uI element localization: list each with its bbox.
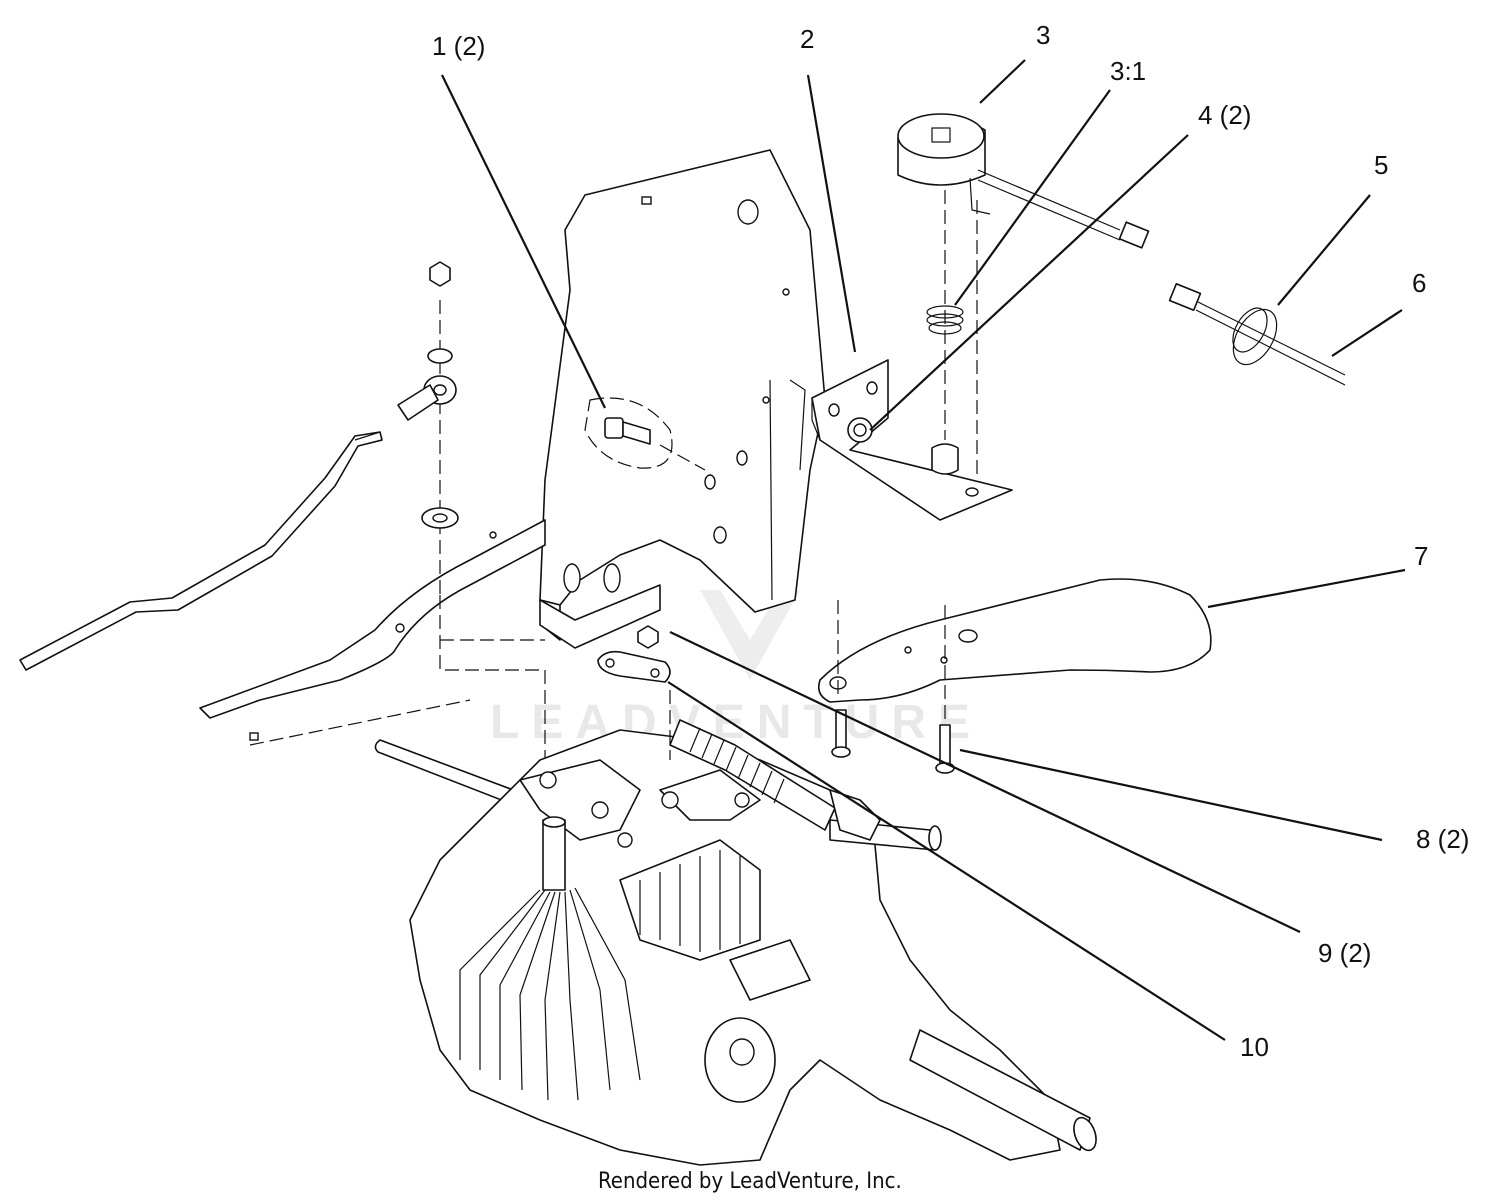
- callout-2: 2: [800, 24, 814, 54]
- leader-6: [1331, 309, 1403, 357]
- leader-lines: [441, 59, 1406, 1041]
- callout-9: 9 (2): [1318, 938, 1371, 968]
- callout-4: 4 (2): [1198, 100, 1251, 130]
- callout-labels: 1 (2) 2 3 3:1 4 (2) 5 6 7 8 (2) 9 (2) 10: [432, 20, 1469, 1062]
- callout-6: 6: [1412, 268, 1426, 298]
- callout-8: 8 (2): [1416, 824, 1469, 854]
- mounting-plate: [539, 149, 826, 649]
- safety-switch: [897, 113, 1346, 386]
- frame-rail: [199, 519, 546, 760]
- callout-7: 7: [1414, 541, 1428, 571]
- leader-7: [1207, 568, 1406, 609]
- leader-3-1: [954, 89, 1111, 306]
- watermark-text: LEADVENTURE: [490, 696, 982, 749]
- leader-10: [667, 681, 1226, 1041]
- leader-2: [806, 74, 857, 353]
- pump-plate: [817, 578, 1212, 720]
- leader-4: [869, 134, 1189, 431]
- switch-bracket: [811, 190, 1013, 521]
- leader-5: [1277, 194, 1371, 306]
- leader-3: [979, 59, 1026, 104]
- linkage-rod: [19, 261, 459, 671]
- leader-9: [669, 631, 1301, 933]
- footer-credit: Rendered by LeadVenture, Inc.: [598, 1169, 902, 1194]
- callout-5: 5: [1374, 150, 1388, 180]
- leader-1: [441, 74, 606, 409]
- transaxle: [374, 639, 1097, 1166]
- callout-3: 3: [1036, 20, 1050, 50]
- leader-8: [959, 748, 1383, 842]
- spring: [926, 305, 964, 335]
- callout-3-1: 3:1: [1110, 56, 1146, 86]
- nut-and-link: [597, 625, 671, 683]
- callout-1: 1 (2): [432, 31, 485, 61]
- callout-10: 10: [1240, 1032, 1269, 1062]
